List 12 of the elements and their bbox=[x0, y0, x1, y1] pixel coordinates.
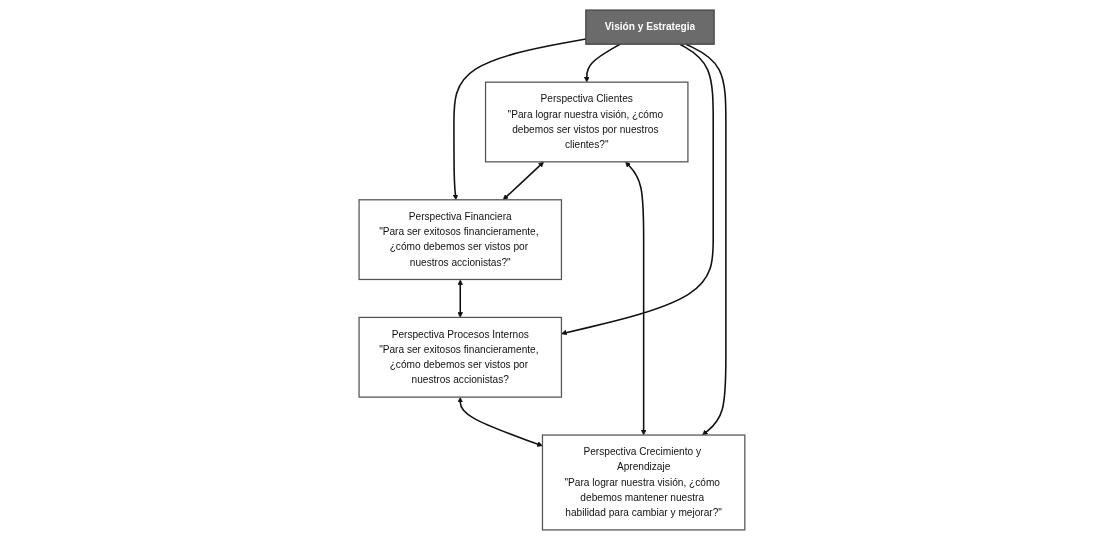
arrow bbox=[502, 161, 544, 201]
node-box: Visión y Estrategia bbox=[585, 9, 715, 45]
node-box: Perspectiva Procesos Internos "Para ser exitosos financieramente, ¿cómo debemos ser vistos por nuestros accionistas? bbox=[358, 316, 563, 398]
node-box: Perspectiva Clientes "Para lograr nuestra visión, ¿cómo debemos ser vistos por nuestros clientes?" bbox=[484, 81, 689, 163]
arrow bbox=[457, 279, 464, 318]
arrow bbox=[584, 43, 621, 83]
node-box: Perspectiva Crecimiento y Aprendizaje "Para lograr nuestra visión, ¿cómo debemos mantener nuestra habilidad para cambiar y mejorar?" bbox=[541, 434, 746, 531]
arrow bbox=[561, 43, 715, 336]
arrow bbox=[457, 397, 543, 447]
node-box: Perspectiva Financiera "Para ser exitosos financieramente, ¿cómo debemos ser vistos por nuestros accionistas?" bbox=[358, 199, 563, 281]
arrow bbox=[625, 161, 647, 436]
arrow bbox=[685, 43, 727, 436]
